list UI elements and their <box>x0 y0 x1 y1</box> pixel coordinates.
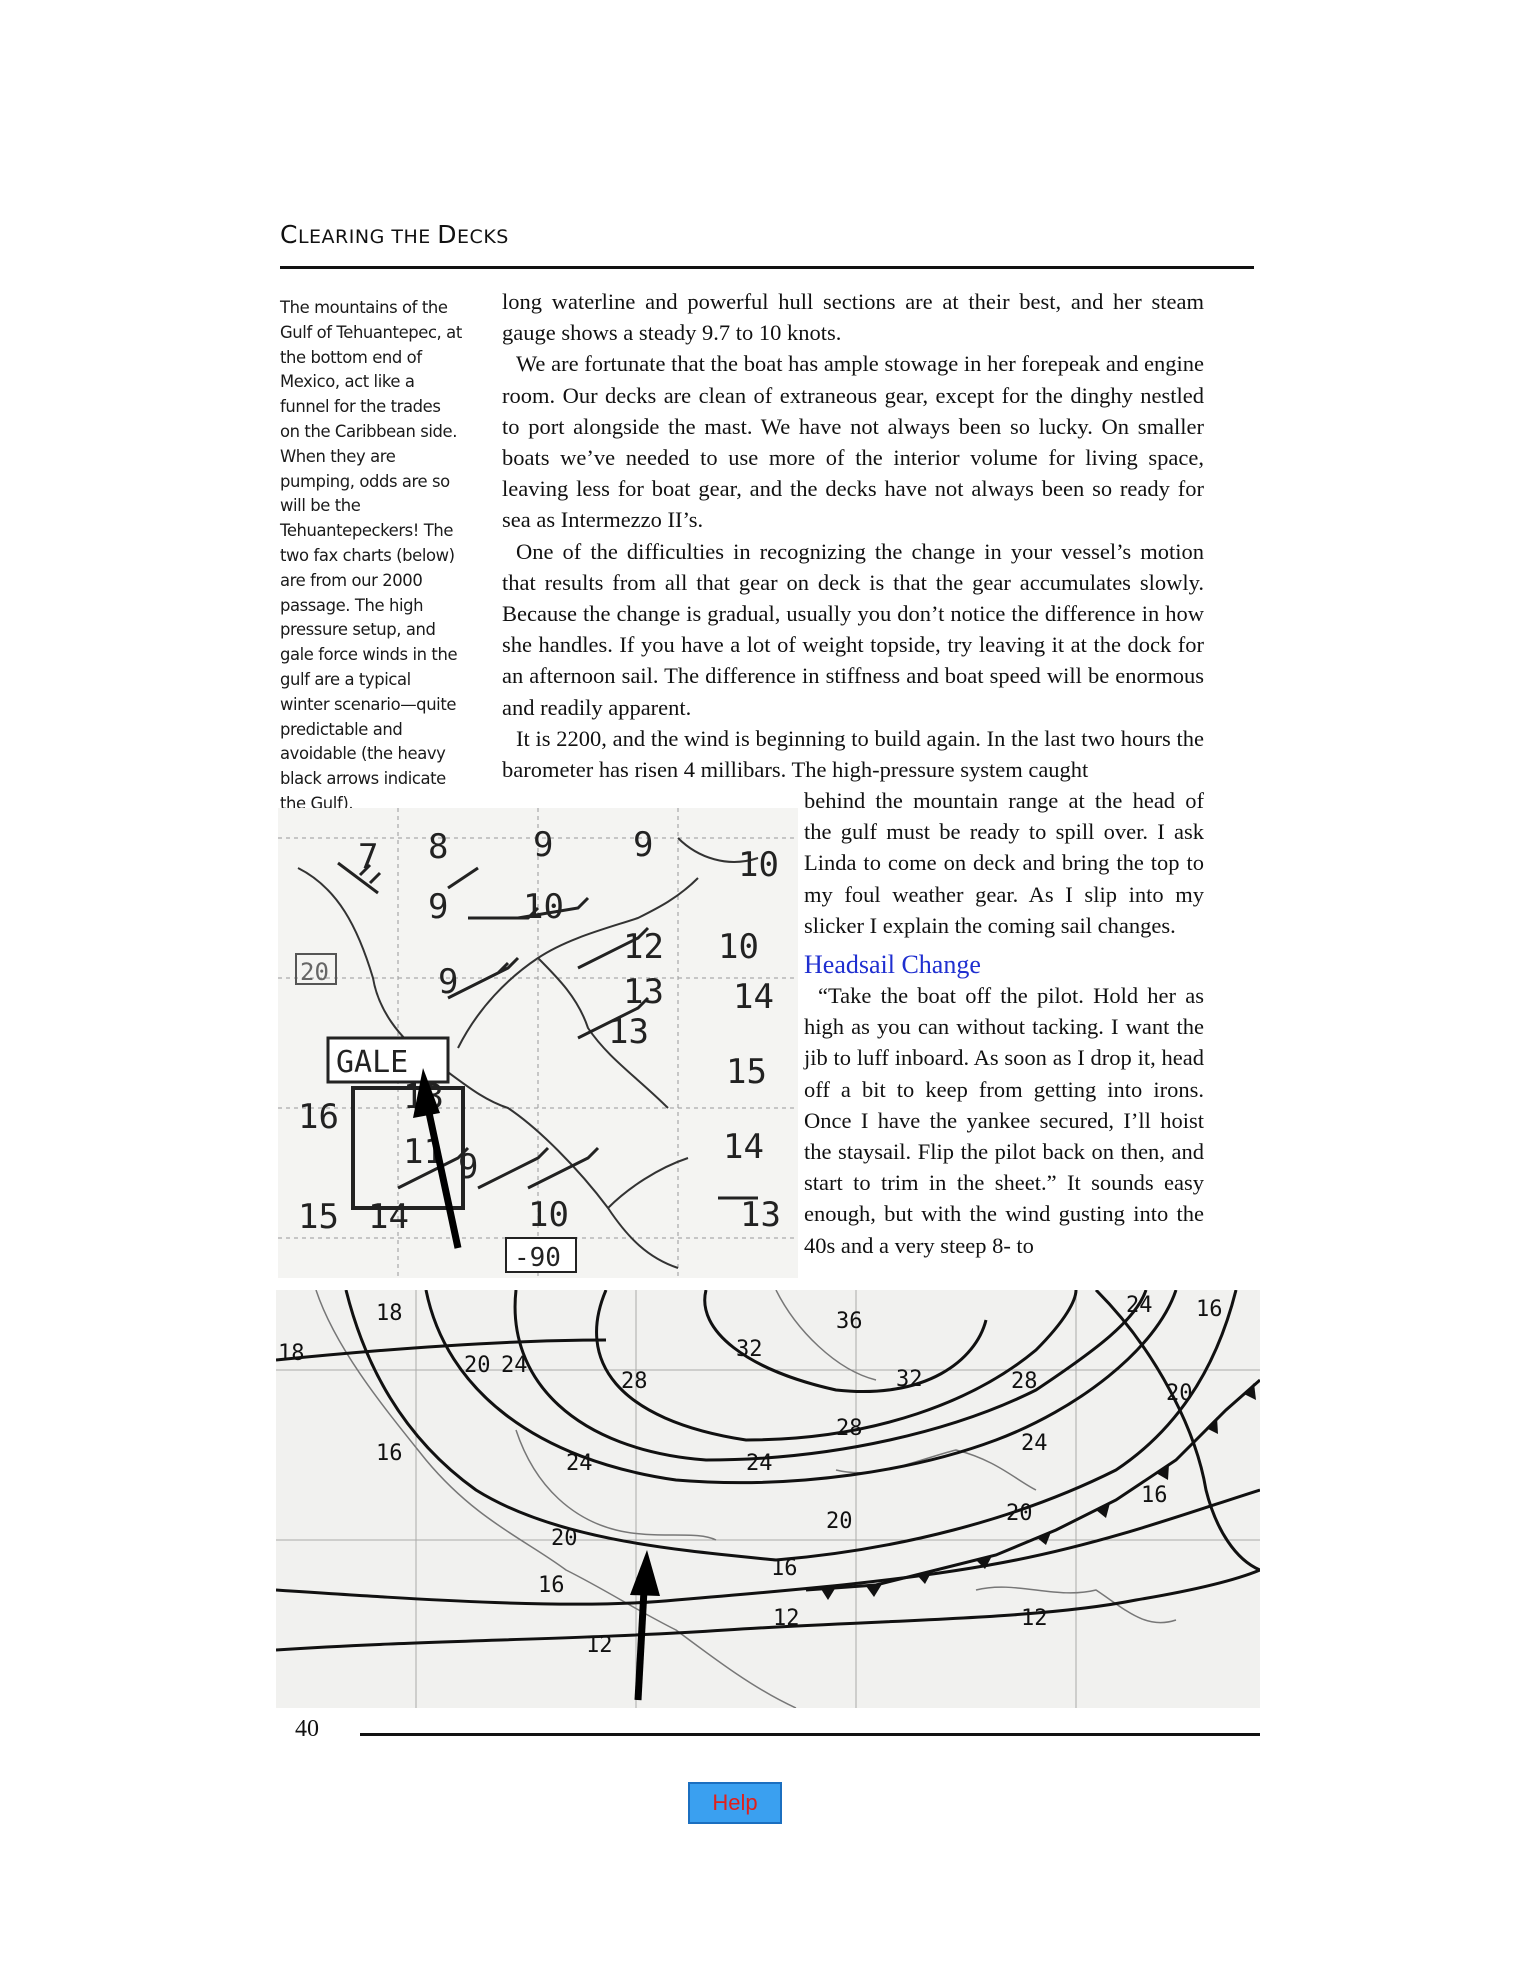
isobar-label: 16 <box>376 1441 403 1466</box>
isobar-label: 18 <box>278 1341 305 1366</box>
paragraph: One of the difficulties in recognizing t… <box>502 538 1204 720</box>
wind-label: 13 <box>740 1195 781 1235</box>
paragraph: It is 2200, and the wind is beginning to… <box>502 725 1204 783</box>
isobar-label: 12 <box>773 1606 800 1631</box>
gale-label: GALE <box>336 1045 408 1080</box>
isobar-label: 18 <box>376 1301 403 1326</box>
pressure-box <box>505 1237 577 1273</box>
wind-label: 9 <box>633 825 653 865</box>
running-head: CLEARING THE DECKS <box>280 220 509 249</box>
paragraph: “Take the boat off the pilot. Hold her a… <box>804 983 1204 1258</box>
wind-fax-chart: 7 8 9 9 10 9 10 12 10 9 13 14 13 15 16 1… <box>278 808 798 1278</box>
isobar-label: 24 <box>501 1353 528 1378</box>
isobar-label: 20 <box>551 1526 578 1551</box>
wind-label: 7 <box>358 837 378 877</box>
wind-fax-chart-svg: 7 8 9 9 10 9 10 12 10 9 13 14 13 15 16 1… <box>278 808 798 1278</box>
page-number: 40 <box>295 1716 319 1742</box>
sidebar-caption: The mountains of the Gulf of Tehuantepec… <box>280 298 462 813</box>
wind-label: 14 <box>733 977 774 1017</box>
paragraph: We are fortunate that the boat has ample… <box>502 351 1204 533</box>
wind-label: 14 <box>368 1197 409 1237</box>
narrow-column: behind the mountain range at the head of… <box>804 785 1204 941</box>
help-button[interactable]: Help <box>688 1782 782 1824</box>
isobar-label: 28 <box>1011 1369 1038 1394</box>
paragraph: long waterline and powerful hull section… <box>502 289 1204 346</box>
wind-label: 8 <box>428 827 448 867</box>
wind-label: 10 <box>718 927 759 967</box>
wind-label: 13 <box>608 1012 649 1052</box>
isobar-label: 16 <box>538 1573 565 1598</box>
isobar-label: 20 <box>1166 1381 1193 1406</box>
pressure-label: -90 <box>514 1243 561 1273</box>
isobar-label: 12 <box>586 1633 613 1658</box>
isobar-label: 16 <box>1141 1483 1168 1508</box>
isobar-label: 36 <box>836 1309 863 1334</box>
gale-area-box <box>351 1086 465 1210</box>
gale-box <box>326 1036 450 1084</box>
pressure-label: 20 <box>300 958 329 986</box>
isobar-fax-chart-svg: 18 20 24 28 32 36 32 28 24 24 24 28 20 2… <box>276 1290 1260 1708</box>
isobar-label: 20 <box>826 1509 853 1534</box>
isobar-label: 20 <box>1006 1501 1033 1526</box>
wind-label: 9 <box>428 887 448 927</box>
wind-label: 15 <box>298 1197 339 1237</box>
isobar-label: 24 <box>746 1451 773 1476</box>
isobar-label: 16 <box>771 1556 798 1581</box>
isobar-label: 32 <box>896 1367 923 1392</box>
wind-label: 9 <box>438 962 458 1002</box>
main-column: long waterline and powerful hull section… <box>502 286 1204 785</box>
isobar-label: 24 <box>1021 1431 1048 1456</box>
wind-label: 10 <box>523 887 564 927</box>
wind-label: 13 <box>623 972 664 1012</box>
wind-label: 16 <box>298 1097 339 1137</box>
wind-label: 14 <box>723 1127 764 1167</box>
header-rule <box>280 266 1254 269</box>
isobar-label: 32 <box>736 1337 763 1362</box>
wind-label: 15 <box>726 1052 767 1092</box>
narrow-column-2: “Take the boat off the pilot. Hold her a… <box>804 980 1204 1261</box>
pressure-box <box>295 953 337 985</box>
paragraph: behind the mountain range at the head of… <box>804 788 1204 938</box>
arrow-icon <box>630 1550 660 1701</box>
arrow-icon <box>413 1068 462 1249</box>
isobar-label: 28 <box>836 1416 863 1441</box>
isobar-fax-chart: 18 20 24 28 32 36 32 28 24 24 24 28 20 2… <box>276 1290 1260 1708</box>
cold-front <box>805 1378 1260 1600</box>
isobar-label: 20 <box>464 1353 491 1378</box>
isobar-label: 12 <box>1021 1606 1048 1631</box>
wind-label: 12 <box>623 927 664 967</box>
wind-label: 10 <box>738 845 779 885</box>
isobar-label: 16 <box>1196 1297 1223 1322</box>
wind-label: 10 <box>528 1195 569 1235</box>
section-heading: Headsail Change <box>804 950 981 979</box>
isobar-label: 28 <box>621 1369 648 1394</box>
isobar-label: 24 <box>1126 1293 1153 1318</box>
isobar-label: 24 <box>566 1451 593 1476</box>
wind-label: 9 <box>533 825 553 865</box>
footer-rule <box>360 1733 1260 1736</box>
